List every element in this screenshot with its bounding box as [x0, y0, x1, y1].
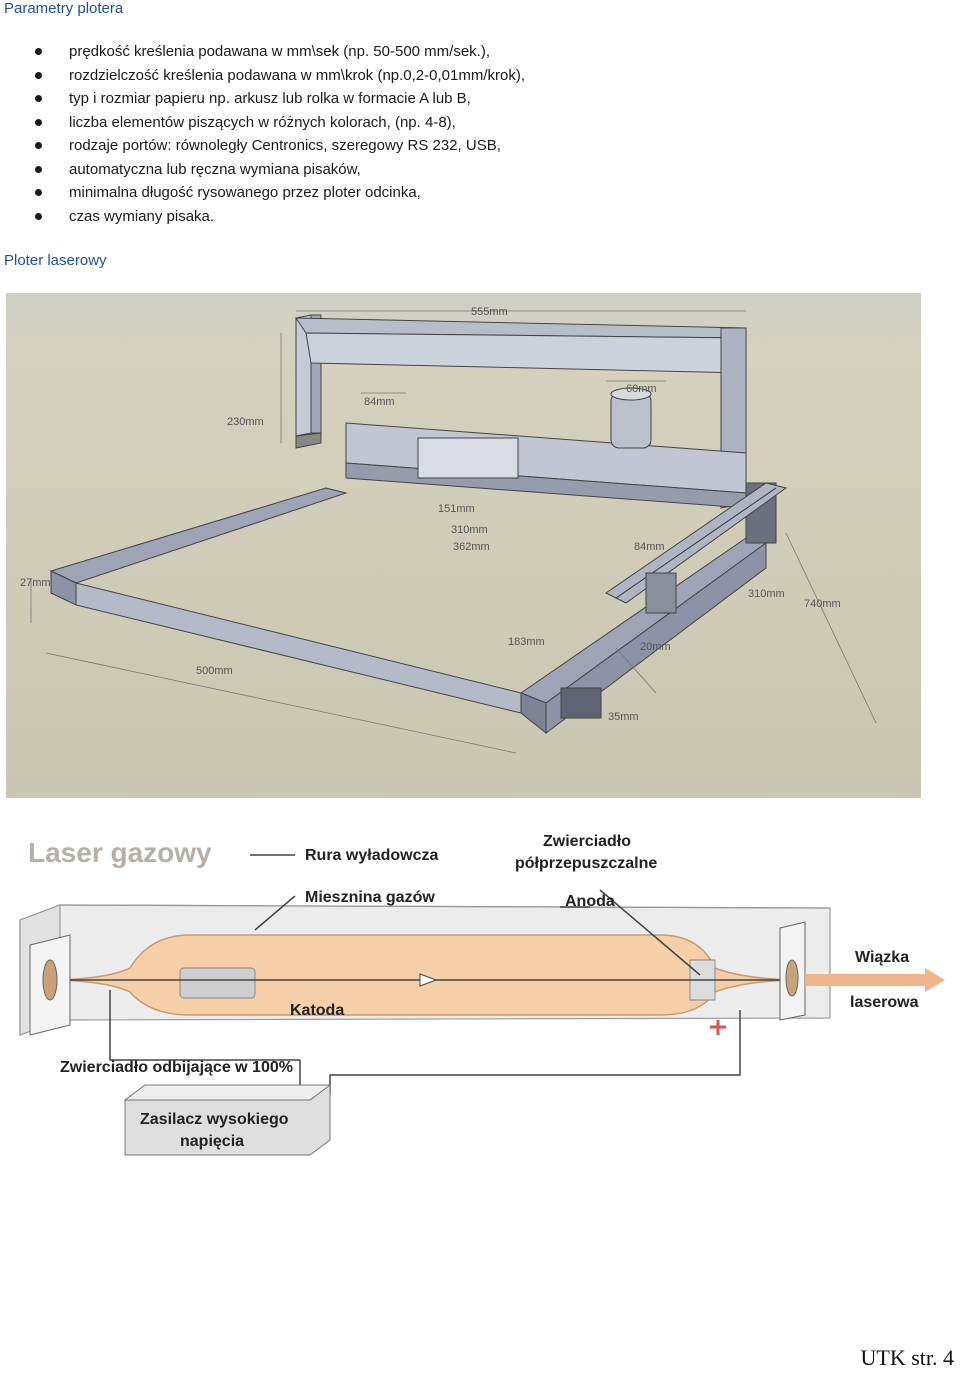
label-mirror-semi-2: półprzepuszczalne — [515, 855, 657, 872]
page-footer: UTK str. 4 — [860, 1345, 955, 1370]
beam-arrow — [805, 968, 945, 992]
discharge-tube — [50, 934, 800, 1016]
bullet-icon — [35, 95, 42, 102]
label-psu-1: Zasilacz wysokiego — [140, 1111, 289, 1128]
dimension-label: 84mm — [364, 396, 395, 408]
dimension-label: 310mm — [451, 524, 488, 536]
bullet-icon — [35, 189, 42, 196]
dimension-label: 20mm — [640, 641, 671, 653]
label-tube: Rura wyładowcza — [305, 847, 438, 864]
gas-laser-diagram: Laser gazowy — [19, 833, 945, 1156]
bullet-icon — [35, 212, 42, 220]
bullet-icon — [35, 71, 42, 79]
dimension-label: 84mm — [634, 541, 665, 553]
dimension-lines — [30, 310, 877, 754]
section-heading-params: Parametry plotera — [4, 0, 124, 17]
dimension-label: 183mm — [508, 636, 545, 648]
list-item: minimalna długość rysowanego przez plote… — [0, 183, 525, 207]
dimension-label: 310mm — [748, 588, 785, 600]
side-rail — [605, 482, 788, 614]
params-list: prędkość kreślenia podawana w mm\sek (np… — [0, 42, 525, 230]
list-item: automatyczna lub ręczna wymiana pisaków, — [0, 160, 525, 184]
dimension-label: 230mm — [227, 416, 264, 428]
bullet-icon — [35, 165, 42, 173]
label-psu-2: napięcia — [180, 1133, 244, 1150]
label-beam-2: laserowa — [850, 994, 919, 1011]
label-gas: Miesznina gazów — [305, 889, 435, 906]
bullet-icon — [35, 48, 42, 55]
dimension-label: 362mm — [453, 541, 490, 553]
list-item: rozdzielczość kreślenia podawana w mm\kr… — [0, 66, 525, 90]
section-heading-laser-plotter: Ploter laserowy — [4, 252, 107, 269]
label-anode: Anoda — [565, 893, 615, 910]
dimension-label: 27mm — [20, 577, 51, 589]
dimension-label: 35mm — [608, 711, 639, 723]
plotter-frame-diagram: 555mm 230mm 84mm 60mm 151mm 310mm 362mm … — [6, 293, 921, 798]
dimension-label: 151mm — [438, 503, 475, 515]
list-item: rodzaje portów: równoległy Centronics, s… — [0, 136, 525, 160]
label-cathode: Katoda — [290, 1002, 344, 1019]
list-item: prędkość kreślenia podawana w mm\sek (np… — [0, 42, 525, 66]
dimension-label: 740mm — [804, 598, 841, 610]
base-frame — [49, 487, 768, 735]
mirror-plates — [29, 921, 806, 1036]
bullet-icon — [35, 142, 42, 149]
laser-title: Laser gazowy — [28, 837, 212, 868]
power-supply — [123, 1084, 332, 1156]
list-item: typ i rozmiar papieru np. arkusz lub rol… — [0, 89, 525, 113]
dimension-label: 500mm — [196, 665, 233, 677]
list-item: czas wymiany pisaka. — [0, 207, 525, 231]
label-beam-1: Wiązka — [855, 949, 909, 966]
anode-plus-icon — [710, 1020, 726, 1035]
label-mirror-semi: Zwierciadło — [543, 833, 631, 850]
dimension-label: 555mm — [471, 306, 508, 318]
bullet-icon — [35, 118, 42, 126]
dimension-label: 60mm — [626, 383, 657, 395]
label-mirror-full: Zwierciadło odbijające w 100% — [60, 1059, 293, 1076]
list-item: liczba elementów piszących w różnych kol… — [0, 113, 525, 137]
